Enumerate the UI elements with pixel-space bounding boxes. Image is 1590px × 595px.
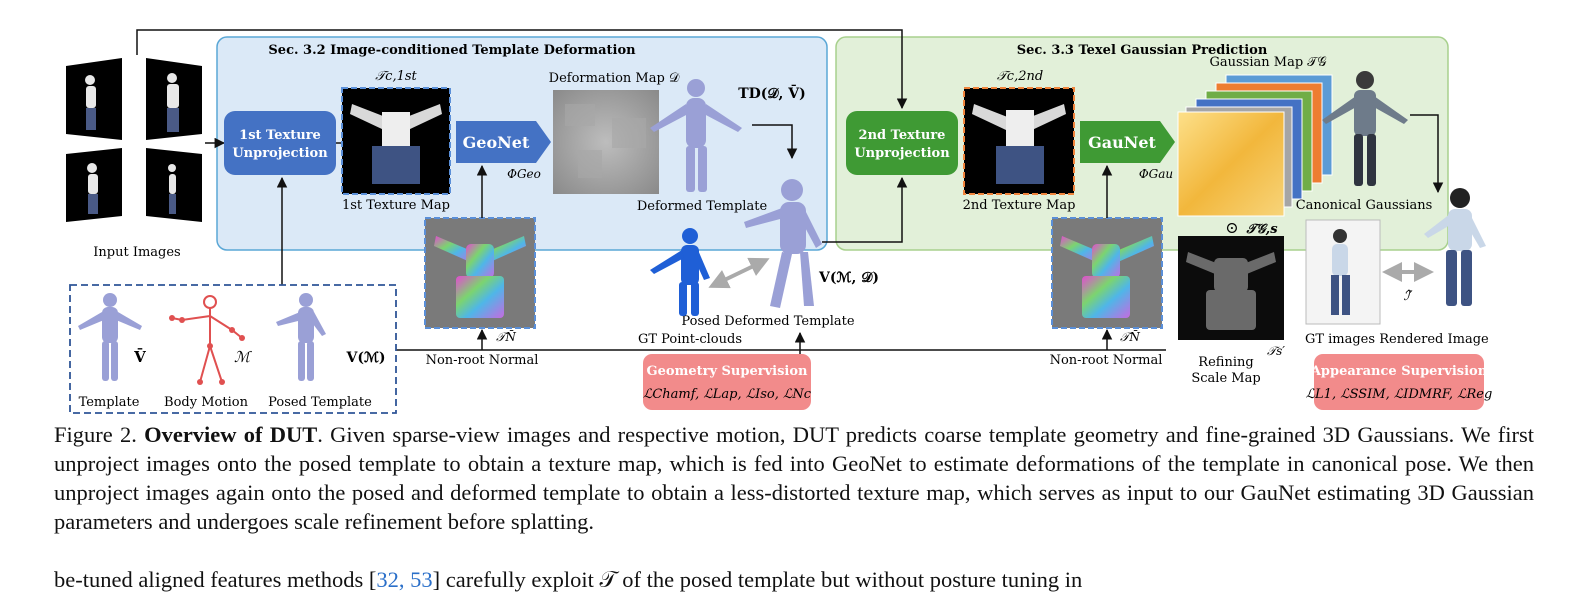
gt-pointclouds-label: GT Point-clouds xyxy=(638,332,742,347)
tc1-label: 𝒯c,1st xyxy=(375,69,417,84)
phi-geo-label: ΦGeo xyxy=(507,167,541,181)
m-label: ℳ xyxy=(234,348,252,366)
appearance-supervision-box xyxy=(1314,354,1484,410)
appearance-supervision-title: Appearance Supervision xyxy=(1310,364,1488,379)
top-route-line xyxy=(136,29,908,110)
cut-text-after: ] carefully exploit 𝒯 of the posed templ… xyxy=(432,567,1083,592)
first-texture-map-label: 1st Texture Map xyxy=(342,198,450,213)
gaussian-map-label: Gaussian Map 𝒯𝒢 xyxy=(1210,55,1327,70)
gaussian-section-title: Sec. 3.3 Texel Gaussian Prediction xyxy=(1017,43,1268,58)
deform-to-posed-arrow xyxy=(752,124,798,160)
input-images xyxy=(66,58,202,222)
nonroot-right-label: Non-root Normal xyxy=(1050,353,1163,368)
body-motion-label: Body Motion xyxy=(164,395,249,410)
refining-scale-map-content xyxy=(1186,252,1276,330)
pointcloud-compare-arrow xyxy=(708,257,770,289)
posed-template-label: Posed Template xyxy=(268,395,372,410)
gt-images-label: GT images xyxy=(1305,332,1375,347)
canonical-gaussians-label: Canonical Gaussians xyxy=(1296,198,1433,213)
rendered-image-label: Rendered Image xyxy=(1379,332,1489,347)
ts-label: 𝒯s′ xyxy=(1267,344,1285,358)
first-texture-unprojection-line2: Unprojection xyxy=(232,146,328,161)
odot-symbol: ⊙ xyxy=(1225,218,1238,237)
citation-link[interactable]: 32, 53 xyxy=(376,567,433,592)
refining-label-line1: Refining xyxy=(1198,355,1253,370)
second-texture-map-label: 2nd Texture Map xyxy=(963,198,1076,213)
figure-caption: Figure 2. Overview of DUT. Given sparse-… xyxy=(54,420,1534,536)
template-label: Template xyxy=(79,395,140,410)
input-images-label: Input Images xyxy=(93,245,180,260)
geometry-supervision-title: Geometry Supervision xyxy=(647,364,808,379)
nonroot-left-label: Non-root Normal xyxy=(426,353,539,368)
geonet-label: GeoNet xyxy=(463,133,530,152)
posed-to-unproj2-arrow xyxy=(822,176,908,243)
nonroot-normal-right-content xyxy=(1060,236,1154,318)
nonroot-normal-left-content xyxy=(434,236,526,318)
first-texture-map-content xyxy=(350,104,442,184)
template-mesh xyxy=(78,293,142,381)
refining-label-line2: Scale Map xyxy=(1191,371,1260,386)
posed-deformed-template-label: Posed Deformed Template xyxy=(681,314,854,329)
cut-off-body-text: be-tuned aligned features methods [32, 5… xyxy=(54,565,1534,595)
geonet-block xyxy=(456,121,551,163)
cut-text-before: be-tuned aligned features methods [ xyxy=(54,567,377,592)
canonical-gaussians-figure xyxy=(1322,71,1408,186)
body-motion-joints xyxy=(169,315,245,385)
deformation-section-title: Sec. 3.2 Image-conditioned Template Defo… xyxy=(268,43,636,58)
first-texture-unprojection-box xyxy=(224,111,336,175)
second-texture-map-content xyxy=(972,104,1066,184)
second-texture-unprojection-box xyxy=(846,111,958,175)
overview-figure: Sec. 3.2 Image-conditioned Template Defo… xyxy=(66,29,1493,414)
gaunet-label: GauNet xyxy=(1088,133,1156,152)
second-texture-unprojection-line1: 2nd Texture xyxy=(859,128,946,143)
geometry-supervision-losses: ℒChamf, ℒLap, ℒIso, ℒNc xyxy=(643,387,812,402)
caption-body: . Given sparse-view images and respectiv… xyxy=(54,422,1534,534)
tn-left-label: 𝒯N̄ xyxy=(496,329,516,344)
gt-pointcloud xyxy=(650,228,710,316)
deformed-template-mesh xyxy=(650,79,742,192)
posed-template-mesh xyxy=(276,293,326,381)
gaunet-block xyxy=(1080,121,1175,163)
v-m-label: V(ℳ) xyxy=(345,350,385,366)
v-md-label: V(ℳ, 𝒟) xyxy=(818,270,879,286)
tgs-label: 𝒯𝒢,s xyxy=(1245,222,1278,237)
phi-gau-label: ΦGau xyxy=(1139,167,1173,181)
v-bar-label: V̄ xyxy=(133,347,146,366)
gaussian-map-stack xyxy=(1177,74,1333,217)
gt-image-figure xyxy=(1331,229,1350,315)
caption-lead: Figure 2. xyxy=(54,422,145,447)
first-texture-unprojection-line1: 1st Texture xyxy=(239,128,321,143)
deformed-template-label: Deformed Template xyxy=(637,199,768,214)
appearance-supervision-losses: ℒL1, ℒSSIM, ℒIDMRF, ℒReg xyxy=(1306,387,1493,402)
second-texture-unprojection-line2: Unprojection xyxy=(854,146,950,161)
body-motion-skeleton xyxy=(171,295,243,383)
tn-right-label: 𝒯N̄ xyxy=(1120,329,1140,344)
canonical-to-render-arrow xyxy=(1410,114,1444,194)
td-label: TD(𝒟, V̄) xyxy=(738,83,806,102)
template-group-box xyxy=(69,284,397,414)
caption-title: Overview of DUT xyxy=(144,422,318,447)
posed-deformed-template-mesh xyxy=(744,179,822,308)
deformation-map-label: Deformation Map 𝒟 xyxy=(549,71,680,86)
geometry-supervision-box xyxy=(643,354,811,410)
tc2-label: 𝒯c,2nd xyxy=(997,69,1043,84)
deformation-map-texture xyxy=(565,104,646,178)
i-prime-label: ℐ̂′ xyxy=(1403,289,1412,304)
rendered-image-figure xyxy=(1424,188,1486,306)
